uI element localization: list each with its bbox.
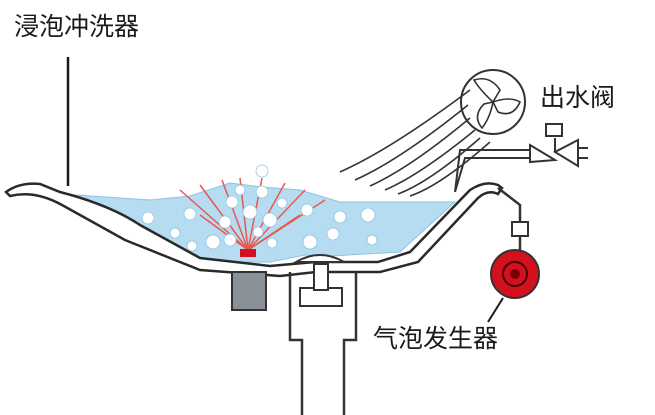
bubble-generator-label: 气泡发生器 [373,324,499,353]
outlet-valve-label: 出水阀 [540,83,616,112]
washer-label: 浸泡冲洗器 [14,12,140,41]
drain-block [231,271,267,311]
valve-icon [529,123,588,168]
bubbles [141,164,378,252]
pipe-stem [313,263,329,291]
airflow-lines [339,89,491,197]
basin-outline [4,182,504,278]
fan-icon [460,69,526,135]
inlet-pipe [454,149,530,193]
generator-pointer [487,297,504,323]
bubble-generator-icon [490,249,540,299]
spray-nozzle [240,249,256,257]
drain-dome [292,254,348,263]
central-pipe [288,272,358,415]
hose-connector [511,221,529,237]
